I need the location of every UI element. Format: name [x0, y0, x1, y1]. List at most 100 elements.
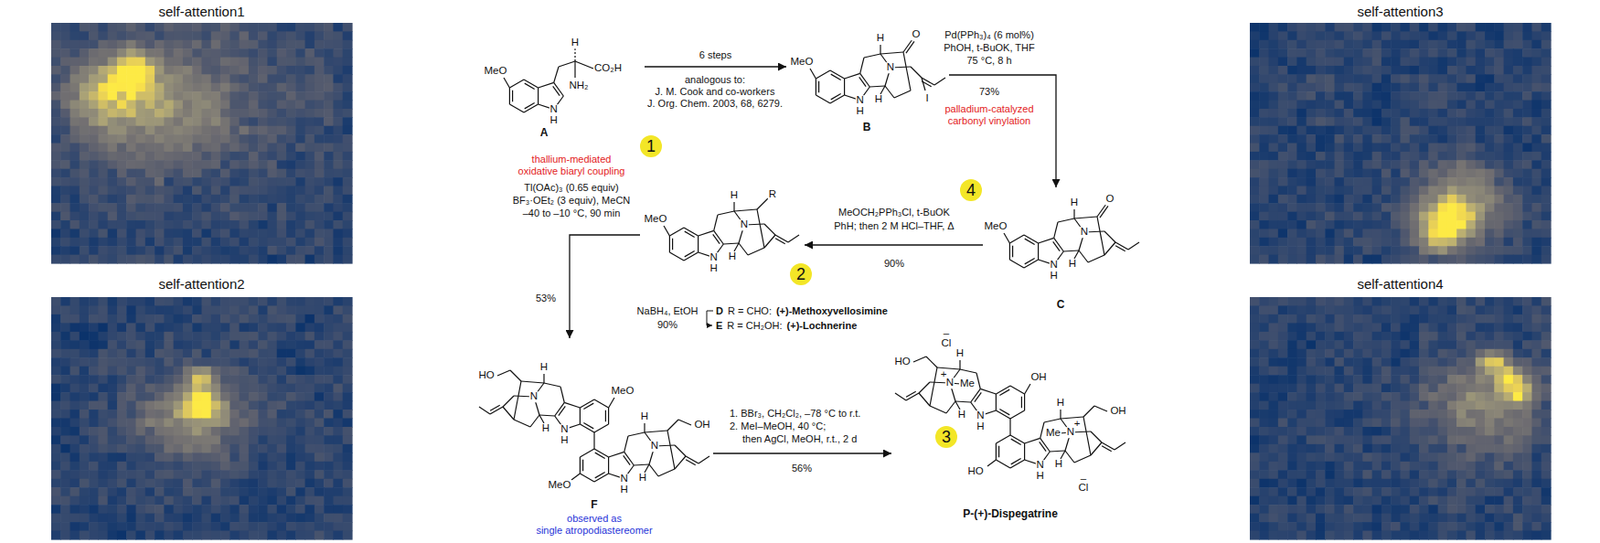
compound-structure: MeOHRNNHH — [640, 178, 805, 293]
heatmap-cell — [192, 57, 203, 67]
heatmap-cell — [248, 237, 259, 247]
heatmap-cell — [314, 297, 325, 307]
heatmap-cell — [126, 220, 137, 230]
heatmap-cell — [163, 384, 174, 394]
heatmap-cell — [342, 143, 353, 153]
heatmap-cell — [248, 531, 259, 541]
heatmap-cell — [154, 228, 165, 238]
heatmap-cell — [332, 340, 343, 350]
heatmap-cell — [202, 237, 213, 247]
heatmap-cell — [229, 245, 240, 256]
heatmap-cell — [136, 349, 147, 359]
heatmap-cell — [70, 496, 81, 506]
heatmap-cell — [277, 522, 288, 532]
heatmap-cell — [257, 245, 268, 256]
heatmap-cell — [173, 496, 184, 506]
bond-line — [843, 78, 845, 96]
heatmap-image — [51, 22, 352, 264]
heatmap-cell — [220, 452, 231, 462]
heatmap-cell — [88, 117, 99, 127]
heatmap-cell — [248, 212, 259, 222]
heatmap-cell — [88, 108, 99, 118]
heatmap-cell — [266, 513, 278, 523]
heatmap-cell — [257, 504, 268, 514]
heatmap-cell — [70, 357, 81, 367]
heatmap-cell — [323, 143, 334, 153]
heatmap-cell — [248, 220, 259, 230]
heatmap-cell — [305, 83, 316, 93]
heatmap-cell — [323, 91, 334, 101]
heatmap-cell — [117, 74, 128, 84]
bond-line — [859, 76, 866, 86]
heatmap-cell — [136, 202, 147, 213]
heatmap-cell — [136, 522, 147, 532]
heatmap-cell — [277, 134, 288, 144]
heatmap-cell — [239, 487, 250, 497]
heatmap-cell — [154, 452, 165, 462]
heatmap-cell — [286, 513, 297, 523]
heatmap-cell — [314, 143, 325, 153]
heatmap-cell — [70, 522, 81, 532]
heatmap-cell — [154, 83, 165, 93]
heatmap-cell — [220, 65, 231, 75]
heatmap-cell — [220, 100, 231, 110]
heatmap-cell — [257, 314, 268, 324]
heatmap-cell — [229, 469, 240, 480]
heatmap-cell — [70, 100, 81, 110]
heatmap-cell — [154, 444, 165, 454]
heatmap-cell — [182, 496, 193, 506]
heatmap-cell — [192, 143, 203, 153]
heatmap-cell — [173, 255, 184, 265]
heatmap-cell — [51, 220, 62, 230]
heatmap-cell — [295, 169, 306, 179]
heatmap-cell — [51, 228, 62, 238]
heatmap-cell — [107, 212, 118, 222]
heatmap-cell — [305, 177, 316, 187]
heatmap-cell — [229, 177, 240, 187]
heatmap-cell — [342, 452, 353, 462]
heatmap-cell — [145, 100, 156, 110]
heatmap-cell — [60, 401, 71, 411]
heatmap-cell — [117, 48, 128, 58]
heatmap-cell — [70, 340, 81, 350]
heatmap-cell — [70, 444, 81, 454]
heatmap-cell — [295, 117, 306, 127]
heatmap-cell — [257, 392, 268, 402]
heatmap-cell — [323, 331, 334, 342]
heatmap-cell — [70, 212, 81, 222]
heatmap-cell — [117, 444, 128, 454]
heatmap-cell — [182, 469, 193, 480]
heatmap-cell — [286, 255, 297, 265]
heatmap-cell — [323, 452, 334, 462]
bond-line — [521, 381, 544, 384]
heatmap-cell — [229, 357, 240, 367]
heatmap-cell — [154, 392, 165, 402]
heatmap-cell — [220, 57, 231, 67]
heatmap-cell — [182, 452, 193, 462]
heatmap-cell — [88, 297, 99, 307]
heatmap-cell — [154, 117, 165, 127]
heatmap-cell — [88, 151, 99, 161]
heatmap-cell — [182, 117, 193, 127]
atom-label: H — [709, 263, 719, 275]
heatmap-cell — [117, 461, 128, 471]
heatmap-cell — [248, 202, 259, 213]
heatmap-cell — [286, 151, 297, 161]
heatmap-cell — [88, 469, 99, 480]
heatmap-cell — [257, 418, 268, 428]
heatmap-cell — [211, 194, 222, 204]
heatmap-cell — [117, 479, 128, 489]
heatmap-cell — [211, 220, 222, 230]
heatmap-cell — [286, 444, 297, 454]
heatmap-cell — [107, 504, 118, 514]
heatmap-cell — [163, 409, 174, 419]
heatmap-cell — [192, 435, 203, 445]
heatmap-cell — [342, 384, 353, 394]
heatmap-cell — [286, 426, 297, 437]
heatmap-cell — [295, 496, 306, 506]
heatmap-cell — [117, 177, 128, 187]
heatmap-cell — [88, 314, 99, 324]
heatmap-cell — [314, 374, 325, 384]
heatmap-cell — [70, 384, 81, 394]
heatmap-cell — [126, 185, 137, 195]
